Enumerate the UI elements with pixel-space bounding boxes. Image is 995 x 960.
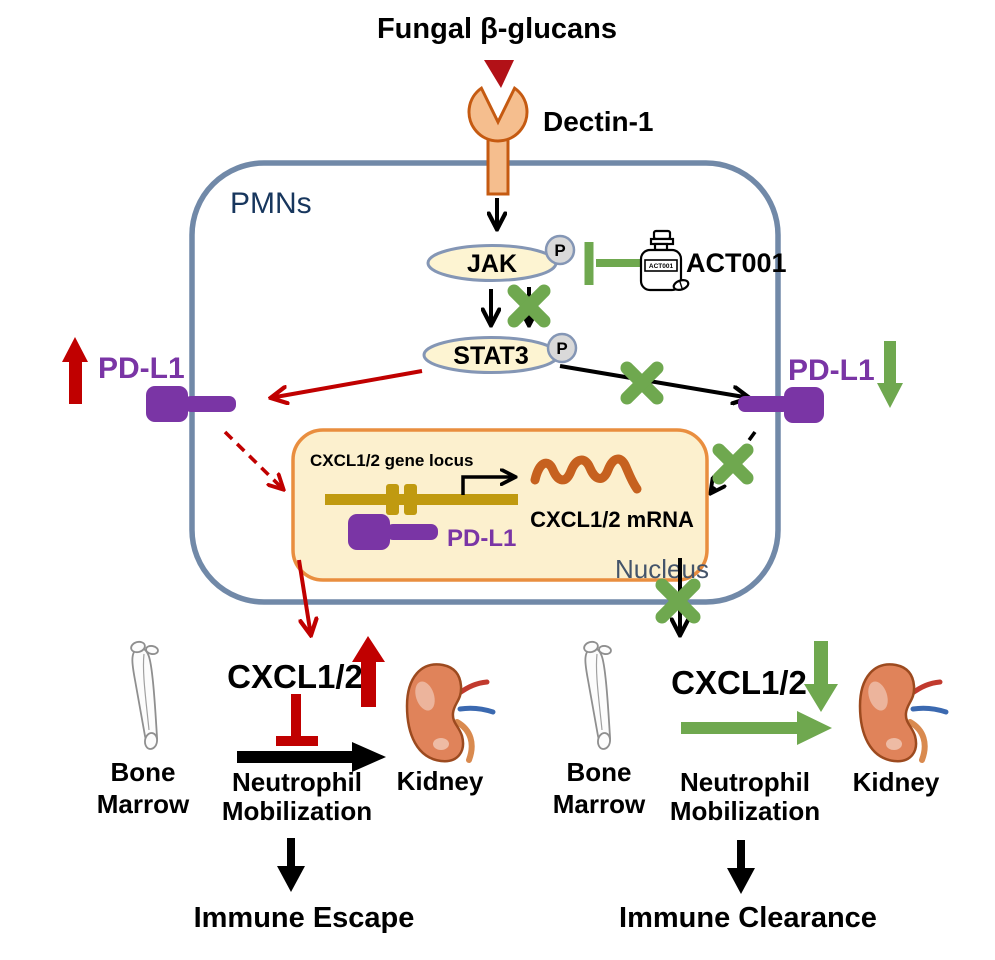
- cxcl-down-arrow: [804, 641, 838, 712]
- kidney-label-right: Kidney: [853, 767, 940, 797]
- dashed-arrow-pdl1-left-to-nucleus: [223, 430, 284, 490]
- pdl1-nuclear-icon: [348, 514, 438, 550]
- stat3-phospho-icon: [546, 332, 578, 364]
- mobilization-arrow-right: [681, 711, 832, 745]
- outcome-label-left: Immune Escape: [194, 902, 415, 934]
- beta-glucan-ligand-icon: [484, 60, 514, 88]
- diagram-title: Fungal β-glucans: [377, 13, 617, 45]
- cxcl-label-left: CXCL1/2: [227, 658, 363, 695]
- cxcl-label-right: CXCL1/2: [671, 664, 807, 701]
- bone-marrow-label-left-2: Marrow: [97, 789, 190, 819]
- mrna-label: CXCL1/2 mRNA: [530, 507, 694, 532]
- blocked-x-icon-stat3-pdl1: [620, 361, 664, 405]
- act001-label: ACT001: [686, 248, 787, 278]
- bone-marrow-icon-left: [130, 640, 159, 750]
- blocked-x-icon-cxcl-output: [655, 578, 701, 624]
- outcome-arrow-right: [727, 840, 755, 894]
- kidney-label-left: Kidney: [397, 766, 484, 796]
- arrow-stat3-to-pdl1-left: [270, 369, 423, 398]
- jak-phospho-label: P: [554, 241, 565, 260]
- neutrophil-label-right-2: Mobilization: [670, 796, 820, 826]
- blocked-x-icon-jak-stat3: [507, 284, 551, 328]
- cxcl-up-arrow: [352, 636, 385, 707]
- gene-locus-label: CXCL1/2 gene locus: [310, 451, 473, 470]
- pdl1-right-receptor-icon: [738, 387, 824, 423]
- act001-bottle-icon: ACT001: [639, 229, 690, 292]
- neutrophil-label-left-2: Mobilization: [222, 796, 372, 826]
- stat3-label: STAT3: [453, 342, 528, 370]
- neutrophil-label-left-1: Neutrophil: [232, 767, 362, 797]
- mobilization-arrow-left: [237, 742, 386, 772]
- gene-locus-icon: [325, 484, 518, 515]
- bone-marrow-label-right-1: Bone: [567, 757, 632, 787]
- outcome-arrow-left: [277, 838, 305, 892]
- neutrophil-label-right-1: Neutrophil: [680, 767, 810, 797]
- jak-phospho-icon: [544, 234, 576, 266]
- arrow-nucleus-to-cxcl-left: [297, 559, 311, 636]
- pdl1-left-receptor-icon: [146, 386, 236, 422]
- bone-marrow-label-left-1: Bone: [111, 757, 176, 787]
- bone-marrow-icon-right: [583, 640, 612, 750]
- dectin1-receptor-icon: [467, 85, 529, 196]
- mrna-icon: [530, 454, 642, 494]
- pdl1-up-arrow: [62, 337, 88, 404]
- arrow-stat3-to-pdl1-right-blocked: [559, 364, 750, 398]
- blocked-x-icon-right-nuclear-entry: [712, 443, 754, 485]
- pdl1-right-label: PD-L1: [788, 354, 875, 387]
- kidney-icon-right: [858, 663, 949, 763]
- bone-marrow-label-right-2: Marrow: [553, 789, 646, 819]
- kidney-icon-left: [405, 663, 496, 763]
- cell-label: PMNs: [230, 187, 312, 220]
- bottle-label: ACT001: [649, 263, 674, 270]
- stat3-phospho-label: P: [556, 339, 567, 358]
- dectin1-label: Dectin-1: [543, 106, 653, 137]
- outcome-label-right: Immune Clearance: [619, 902, 877, 934]
- transcription-arrow: [461, 477, 516, 495]
- jak-label: JAK: [467, 250, 517, 278]
- pdl1-nuclear-label: PD-L1: [447, 525, 516, 552]
- pdl1-left-label: PD-L1: [98, 352, 185, 385]
- pdl1-down-arrow: [877, 341, 903, 408]
- inhibition-tbar-left: [276, 694, 318, 746]
